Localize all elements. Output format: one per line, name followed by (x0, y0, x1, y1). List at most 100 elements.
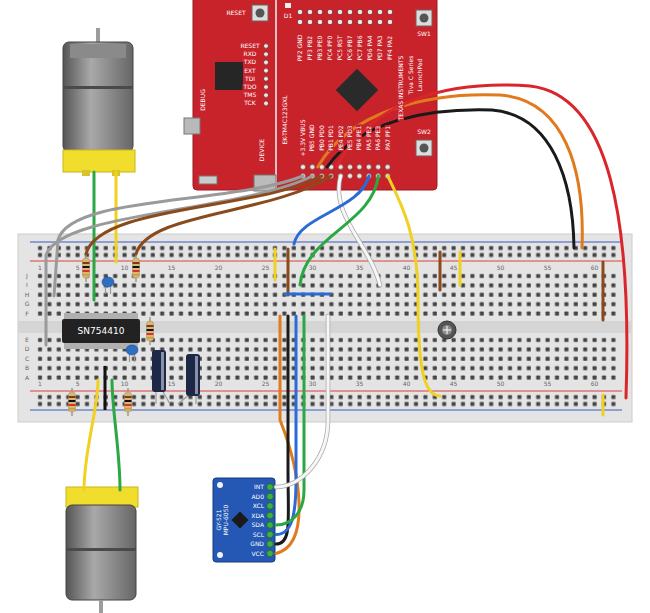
pin-label: GY-521 (216, 509, 222, 532)
wires (459, 252, 462, 285)
board-label: PC5 RST (337, 34, 343, 61)
board-label: TMS (243, 92, 258, 98)
dc-motor (66, 487, 138, 613)
pin-label: XDA (250, 513, 265, 519)
board-label: PC6 PB7 (347, 34, 353, 61)
board-label: EK-TM4C123GXL (282, 94, 288, 145)
imu-module (267, 541, 274, 548)
column-number: 40 (402, 265, 412, 271)
column-number: 60 (590, 381, 600, 387)
wires (602, 395, 605, 415)
row-letter: B (24, 365, 30, 371)
parts (69, 254, 457, 416)
driver-chip (62, 313, 140, 349)
column-number: 55 (543, 265, 553, 271)
column-number: 10 (120, 381, 130, 387)
parts (125, 388, 132, 416)
pin-label: MPU-6050 (223, 504, 229, 537)
board-label: RESET (225, 10, 246, 16)
wires (337, 85, 627, 398)
board-label: TXD (243, 59, 257, 65)
board-label: RESET (239, 43, 260, 49)
launchpad-board (416, 140, 432, 156)
wires (287, 249, 290, 295)
launchpad-board: RESETRESETRXDTXDEXTTDITDOTMSTCKDEBUGDEVI… (193, 0, 437, 190)
launchpad-board (285, 3, 291, 8)
imu-module: INTAD0XCLXDASDASCLGNDVCCGY-521MPU-6050 (213, 478, 275, 562)
wires (602, 262, 605, 320)
imu-module (213, 478, 275, 562)
column-number: 45 (449, 265, 459, 271)
launchpad-board (215, 62, 243, 90)
wires (46, 85, 627, 554)
board-label: TDI (244, 76, 256, 82)
board-label: PA5 PE2 (366, 125, 372, 151)
driver-chip (64, 313, 138, 319)
board-label: PB3 PE0 (317, 35, 323, 62)
launchpad-board (184, 0, 437, 191)
launchpad-board (193, 0, 437, 190)
parts (162, 390, 170, 404)
column-number: 25 (261, 265, 271, 271)
row-letter: G (24, 301, 31, 307)
launchpad-board (252, 5, 268, 21)
breadboard (18, 234, 632, 422)
board-label: PC7 PB6 (357, 34, 363, 61)
imu-module (267, 493, 274, 500)
dc-motor (66, 487, 138, 507)
parts (155, 390, 156, 404)
dc-motor (82, 170, 90, 176)
board-label: PB1 PD1 (328, 124, 334, 152)
wires (388, 176, 440, 396)
column-number: 15 (167, 265, 177, 271)
wires (115, 172, 118, 262)
parts (152, 350, 166, 392)
row-letter: D (24, 346, 31, 352)
parts (161, 352, 164, 390)
imu-module (267, 503, 274, 510)
board-label: PB5 GND (309, 123, 315, 152)
board-label: LaunchPad (417, 58, 423, 93)
column-number: 30 (308, 381, 318, 387)
wires (439, 252, 442, 290)
launchpad-board (262, 42, 270, 108)
breadboard (30, 260, 622, 261)
wires (84, 380, 98, 490)
column-number: 50 (496, 381, 506, 387)
parts (186, 354, 200, 396)
row-letter: E (24, 337, 30, 343)
board-label: PF3 PB2 (307, 35, 313, 61)
wires (276, 316, 304, 525)
launchpad-board (199, 176, 217, 184)
wires (276, 316, 288, 544)
column-number: 5 (75, 265, 81, 271)
launchpad-board (416, 10, 432, 26)
board-label: PE5 PD3 (347, 124, 353, 151)
parts (104, 366, 107, 410)
parts (102, 277, 114, 294)
imu-module (232, 512, 249, 529)
parts (438, 321, 456, 339)
row-letter: H (24, 292, 31, 298)
column-number: 30 (308, 265, 318, 271)
wires (285, 293, 330, 296)
column-number: 1 (37, 265, 43, 271)
row-letter: C (24, 356, 30, 362)
board-label: TDO (242, 84, 257, 90)
dc-motor (63, 28, 135, 176)
row-letter: F (24, 311, 29, 317)
wires (93, 172, 96, 300)
board-label: PD7 PA3 (377, 34, 383, 61)
imu-module (217, 552, 223, 558)
pin-label: XCL (252, 503, 265, 509)
launchpad-board (336, 69, 378, 111)
parts (195, 356, 198, 394)
column-number: 15 (167, 381, 177, 387)
imu-module (267, 522, 274, 529)
board-label: SW1 (416, 31, 432, 37)
parts (446, 326, 447, 334)
row-letter: I (25, 282, 29, 288)
imu-module (213, 478, 275, 562)
